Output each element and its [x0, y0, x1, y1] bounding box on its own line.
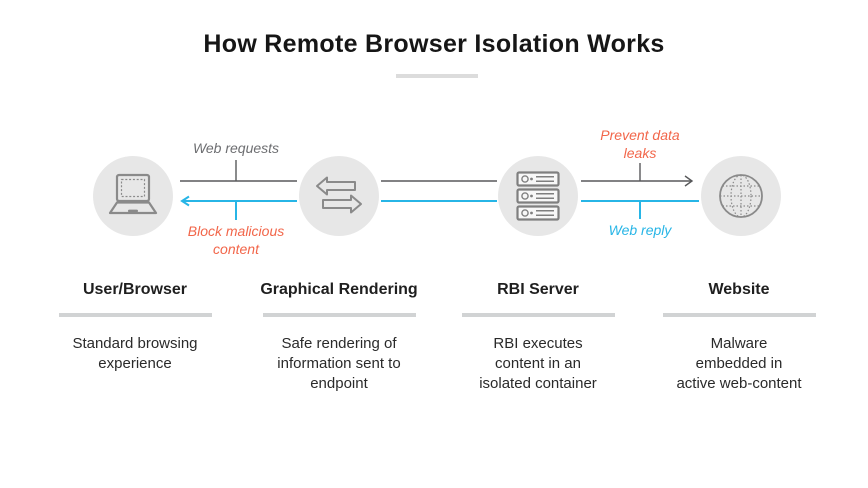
- request-lines: [180, 160, 694, 187]
- heading-underline-bar: [262, 313, 416, 317]
- server-stack-icon: [516, 171, 560, 221]
- description-line: RBI executes: [493, 335, 583, 352]
- website-node: [701, 156, 781, 236]
- prevent-data-leaks-label: Prevent data leaks: [550, 126, 730, 162]
- rbi-server-node: [498, 156, 578, 236]
- column-heading: RBI Server: [497, 281, 579, 298]
- web-reply-label: Web reply: [550, 221, 730, 239]
- graphical-rendering-node: [299, 156, 379, 236]
- column-heading: Website: [708, 281, 770, 298]
- description-line: information sent to: [277, 355, 401, 372]
- block-malicious-line2: content: [213, 241, 259, 257]
- column-description: RBI executes content in an isolated cont…: [443, 334, 633, 394]
- heading-underline-bar: [58, 313, 212, 317]
- column-graphical-rendering: Graphical Rendering Safe rendering of in…: [244, 281, 434, 394]
- description-line: Safe rendering of: [281, 335, 397, 352]
- description-line: content in an: [495, 355, 581, 372]
- description-line: experience: [98, 355, 172, 372]
- user-browser-node: [93, 156, 173, 236]
- prevent-leaks-line1: Prevent data: [600, 127, 680, 143]
- column-description: Malware embedded in active web-content: [644, 334, 834, 394]
- description-line: active web-content: [676, 375, 802, 392]
- description-line: isolated container: [479, 375, 597, 392]
- description-line: endpoint: [310, 375, 368, 392]
- globe-icon: [719, 174, 763, 218]
- page-title: How Remote Browser Isolation Works: [203, 30, 665, 58]
- transfer-arrows-icon: [316, 176, 362, 214]
- laptop-icon: [108, 173, 158, 215]
- column-description: Standard browsing experience: [40, 334, 230, 374]
- reply-lines: [180, 195, 699, 220]
- heading-underline-bar: [461, 313, 615, 317]
- column-description: Safe rendering of information sent to en…: [244, 334, 434, 394]
- description-line: Malware: [710, 335, 768, 352]
- web-requests-text: Web requests: [192, 140, 280, 156]
- column-rbi-server: RBI Server RBI executes content in an is…: [443, 281, 633, 394]
- web-requests-label: Web requests: [146, 139, 326, 157]
- heading-underline-bar: [662, 313, 816, 317]
- description-line: Standard browsing: [72, 335, 198, 352]
- web-reply-text: Web reply: [608, 222, 672, 238]
- column-user-browser: User/Browser Standard browsing experienc…: [40, 281, 230, 374]
- title-divider: [396, 74, 478, 78]
- column-heading: Graphical Rendering: [260, 281, 418, 298]
- column-website: Website Malware embedded in active web-c…: [644, 281, 834, 394]
- arrow-right-icon: [684, 175, 694, 187]
- prevent-leaks-line2: leaks: [623, 145, 657, 161]
- block-malicious-label: Block malicious content: [146, 222, 326, 258]
- description-line: embedded in: [695, 355, 783, 372]
- column-heading: User/Browser: [82, 281, 188, 298]
- arrow-left-icon: [180, 195, 190, 207]
- block-malicious-line1: Block malicious: [187, 223, 285, 239]
